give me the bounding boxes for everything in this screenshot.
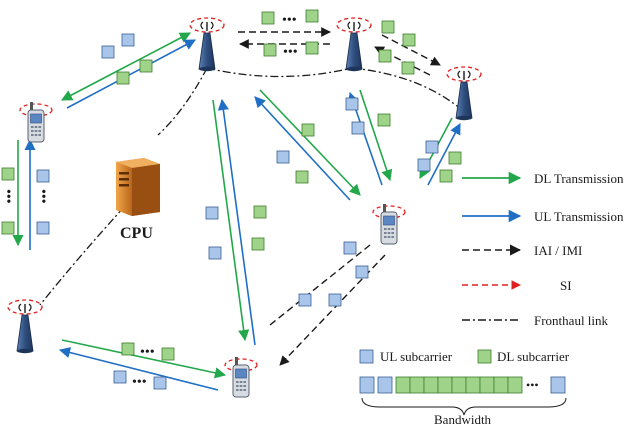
svg-text:•••: ••• <box>283 45 298 60</box>
subcarrier-blocks: ••• ••• ••• ••• ••• ••• <box>0 9 462 390</box>
ul-transmission-arrows <box>24 39 461 391</box>
cpu-label: CPU <box>120 225 153 242</box>
bandwidth-label: Bandwidth <box>434 412 492 425</box>
access-point-tower-icon <box>189 17 225 72</box>
bandwidth-bar: ••• <box>359 376 567 416</box>
svg-text:•••: ••• <box>526 378 539 392</box>
subcarrier-legend: UL subcarrier DL subcarrier <box>359 349 570 364</box>
legend: DL Transmission UL Transmission IAI / IM… <box>462 171 624 328</box>
legend-dl-label: DL Transmission <box>534 171 624 186</box>
legend-fronthaul-label: Fronthaul link <box>534 313 609 328</box>
ul-subcarrier-label: UL subcarrier <box>380 349 453 364</box>
fronthaul-links <box>39 67 463 306</box>
legend-si-label: SI <box>560 278 572 293</box>
mobile-phone-icon <box>372 203 406 245</box>
legend-iai-label: IAI / IMI <box>534 243 582 258</box>
dl-subcarrier-label: DL subcarrier <box>497 349 570 364</box>
svg-text:•••: ••• <box>132 375 147 390</box>
cpu-server-icon <box>116 158 160 216</box>
mobile-phone-icon <box>19 101 53 143</box>
iai-imi-arrows <box>238 27 441 366</box>
svg-text:•••: ••• <box>140 345 155 360</box>
svg-text:•••: ••• <box>282 13 297 28</box>
svg-text:•••: ••• <box>0 189 15 204</box>
mobile-phone-icon <box>224 356 258 398</box>
dl-transmission-arrows <box>12 32 453 379</box>
access-point-tower-icon <box>336 17 372 72</box>
svg-text:•••: ••• <box>35 189 50 204</box>
access-point-tower-icon <box>446 66 482 121</box>
access-point-tower-icon <box>7 299 43 354</box>
legend-ul-label: UL Transmission <box>534 209 624 224</box>
